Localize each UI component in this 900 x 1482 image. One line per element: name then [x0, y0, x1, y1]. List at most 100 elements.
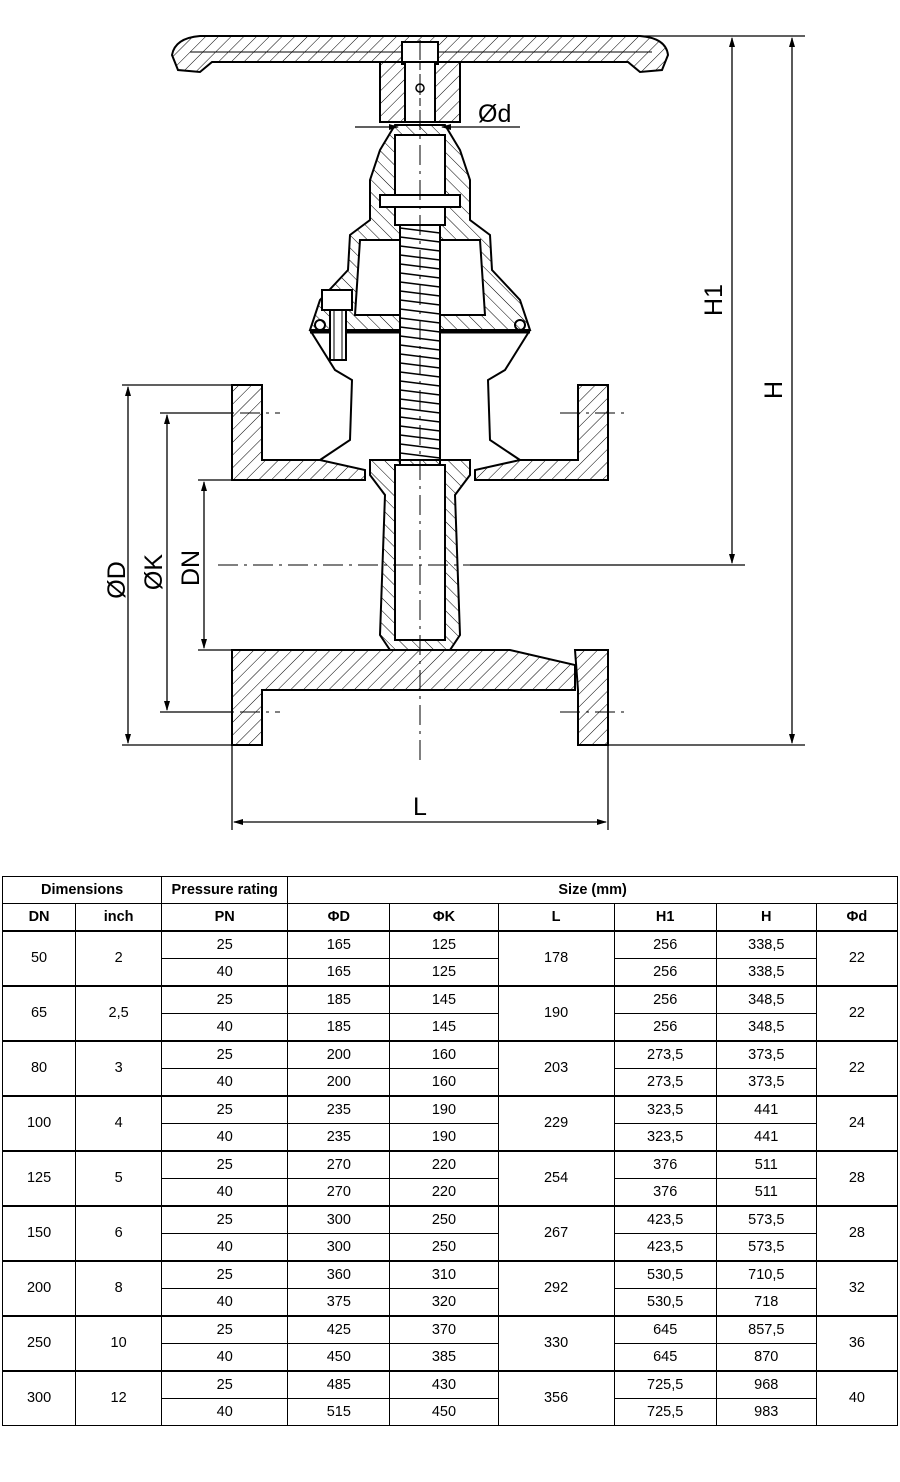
- cell-phi-k: 160: [389, 1040, 499, 1069]
- cell-pn: 25: [161, 1260, 289, 1289]
- cell-h1: 423,5: [613, 1205, 717, 1234]
- cell-l: 229: [497, 1095, 615, 1152]
- flange-od-label: ØD: [103, 561, 131, 599]
- cell-phi-k: 145: [389, 985, 499, 1014]
- cell-l: 292: [497, 1260, 615, 1317]
- length-label: L: [413, 793, 427, 821]
- cell-phi-k: 250: [389, 1205, 499, 1234]
- cell-phi-k: 160: [389, 1068, 499, 1097]
- cell-pn: 40: [161, 958, 289, 987]
- cell-phi-k: 125: [389, 958, 499, 987]
- header-phi-d-small: Φd: [815, 903, 899, 932]
- cell-phi-d: 270: [287, 1150, 391, 1179]
- cell-dn: 65: [1, 985, 77, 1042]
- cell-h1: 256: [613, 958, 717, 987]
- cell-h1: 323,5: [613, 1095, 717, 1124]
- cell-h: 968: [715, 1370, 817, 1399]
- cell-h: 983: [715, 1398, 817, 1426]
- header-dimensions: Dimensions: [1, 876, 163, 904]
- cell-phi-k: 250: [389, 1233, 499, 1262]
- cell-pn: 25: [161, 1040, 289, 1069]
- cell-phi-k: 310: [389, 1260, 499, 1289]
- cell-phi-k: 190: [389, 1123, 499, 1152]
- cell-pn: 25: [161, 1205, 289, 1234]
- cell-h: 573,5: [715, 1233, 817, 1262]
- cell-h1: 256: [613, 985, 717, 1014]
- cell-pn: 25: [161, 1315, 289, 1344]
- cell-pn: 25: [161, 930, 289, 959]
- cell-phi-d: 515: [287, 1398, 391, 1426]
- cell-dn: 300: [1, 1370, 77, 1426]
- cell-phi-d-small: 22: [815, 1040, 899, 1097]
- cell-phi-k: 370: [389, 1315, 499, 1344]
- cell-phi-d: 425: [287, 1315, 391, 1344]
- cell-inch: 4: [75, 1095, 163, 1152]
- cell-phi-d-small: 22: [815, 930, 899, 987]
- cell-h: 511: [715, 1150, 817, 1179]
- header-dn: DN: [1, 903, 77, 932]
- header-phi-k: ΦK: [389, 903, 499, 932]
- cell-dn: 80: [1, 1040, 77, 1097]
- cell-h1: 376: [613, 1178, 717, 1207]
- cell-h: 857,5: [715, 1315, 817, 1344]
- cell-phi-d-small: 24: [815, 1095, 899, 1152]
- cell-h1: 645: [613, 1343, 717, 1372]
- cell-phi-d: 360: [287, 1260, 391, 1289]
- cell-dn: 125: [1, 1150, 77, 1207]
- cell-pn: 40: [161, 1178, 289, 1207]
- cell-h: 870: [715, 1343, 817, 1372]
- cell-pn: 40: [161, 1398, 289, 1426]
- cell-phi-k: 145: [389, 1013, 499, 1042]
- cell-h1: 530,5: [613, 1288, 717, 1317]
- h-label: H: [760, 381, 788, 399]
- cell-phi-d: 185: [287, 985, 391, 1014]
- cell-phi-d: 235: [287, 1095, 391, 1124]
- cell-inch: 8: [75, 1260, 163, 1317]
- cell-h: 573,5: [715, 1205, 817, 1234]
- cell-phi-k: 430: [389, 1370, 499, 1399]
- cell-pn: 40: [161, 1123, 289, 1152]
- cell-l: 190: [497, 985, 615, 1042]
- dn-label: DN: [177, 550, 205, 586]
- cell-phi-d: 300: [287, 1205, 391, 1234]
- cell-dn: 100: [1, 1095, 77, 1152]
- cell-phi-d: 450: [287, 1343, 391, 1372]
- cell-inch: 10: [75, 1315, 163, 1372]
- stem-diameter-label: Ød: [478, 100, 511, 128]
- header-size: Size (mm): [287, 876, 898, 904]
- bolt-circle-label: ØK: [140, 554, 168, 590]
- cell-l: 330: [497, 1315, 615, 1372]
- cell-h: 441: [715, 1095, 817, 1124]
- dimension-table: Dimensions Pressure rating Size (mm) ΦD …: [1, 876, 899, 1426]
- cell-phi-d: 300: [287, 1233, 391, 1262]
- cell-pn: 25: [161, 1370, 289, 1399]
- cell-dn: 200: [1, 1260, 77, 1317]
- cell-l: 203: [497, 1040, 615, 1097]
- cell-pn: 40: [161, 1233, 289, 1262]
- cell-phi-k: 450: [389, 1398, 499, 1426]
- cell-l: 178: [497, 930, 615, 987]
- header-inch: inch: [75, 903, 163, 932]
- cell-phi-d: 185: [287, 1013, 391, 1042]
- cell-h: 348,5: [715, 1013, 817, 1042]
- header-pn: PN: [161, 903, 289, 932]
- cell-h: 718: [715, 1288, 817, 1317]
- cell-phi-d-small: 36: [815, 1315, 899, 1372]
- cell-inch: 2: [75, 930, 163, 987]
- cell-pn: 25: [161, 985, 289, 1014]
- cell-phi-d-small: 32: [815, 1260, 899, 1317]
- cell-dn: 150: [1, 1205, 77, 1262]
- cell-phi-k: 385: [389, 1343, 499, 1372]
